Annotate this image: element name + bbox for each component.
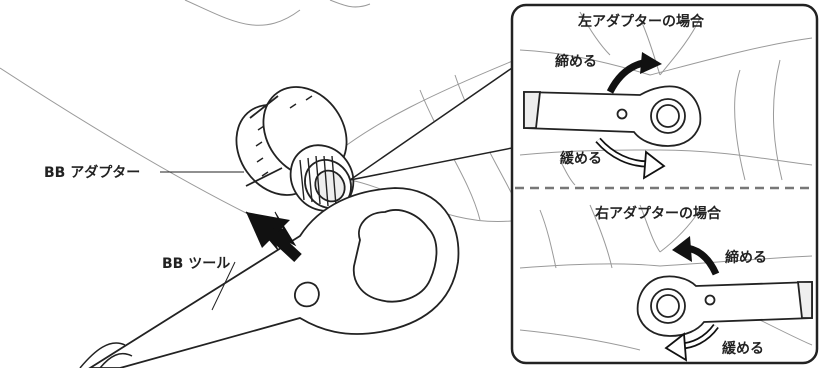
tool-leader xyxy=(211,261,236,311)
tool-handle-grip xyxy=(79,342,133,368)
right-tighten-label: 締める xyxy=(725,249,767,266)
tool-label: BB ツール xyxy=(162,256,230,272)
inset-bottom-wrench xyxy=(636,275,813,337)
loosen-arrow-top-inner xyxy=(596,138,649,166)
install-arrow-shaft xyxy=(266,227,302,263)
tighten-arrow-bottom-head xyxy=(672,236,692,262)
left-adapter-title: 左アダプターの場合 xyxy=(577,13,705,30)
adapter-label: BB アダプター xyxy=(44,164,140,181)
adapter-splines xyxy=(255,95,337,207)
bb-tool xyxy=(88,187,460,368)
install-arrow-head xyxy=(246,212,290,248)
callout-wedge xyxy=(349,66,513,181)
loosen-arrow-top-head xyxy=(642,150,666,180)
inset-bottom-frame-lines xyxy=(519,204,813,351)
inset-top-frame-lines xyxy=(519,11,813,186)
left-tighten-label: 締める xyxy=(555,53,597,70)
right-loosen-label: 緩める xyxy=(722,340,764,357)
inset-top-wrench xyxy=(523,85,702,147)
tighten-arrow-top-head xyxy=(640,52,662,74)
left-loosen-label: 緩める xyxy=(560,150,602,167)
loosen-arrow-bottom-head xyxy=(664,332,688,362)
right-adapter-title: 右アダプターの場合 xyxy=(594,205,722,222)
